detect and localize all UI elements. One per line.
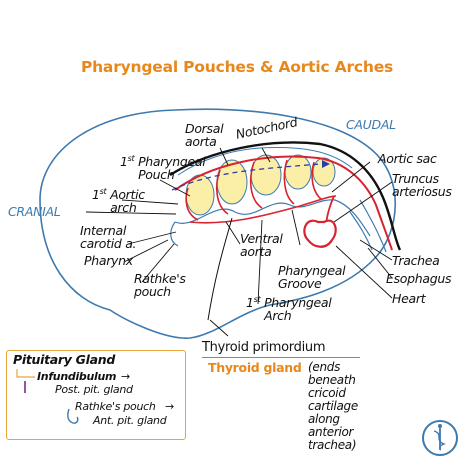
thyroid-stalk xyxy=(207,217,233,321)
label-thyroid-gland: Thyroid gland xyxy=(208,360,302,375)
pharynx-lining xyxy=(174,199,371,237)
dorsal-aorta-line xyxy=(174,155,393,251)
label-first-pouch-sup: st xyxy=(127,153,135,163)
pharynx-roof xyxy=(177,147,353,176)
label-rathkes-pouch: Rathke's pouch xyxy=(134,271,186,299)
key-ant-pit: Ant. pit. gland xyxy=(93,414,167,427)
esophagus-line xyxy=(359,199,387,253)
label-pharyngeal-arch-num: 1 xyxy=(246,295,254,310)
rathkes-pouch-shape xyxy=(170,221,179,247)
key-rathkes: Rathke's pouch xyxy=(75,400,156,413)
leader-lines xyxy=(85,147,393,337)
key-infundibulum-arrow: → xyxy=(121,370,130,383)
label-ventral-aorta: Ventral aorta xyxy=(240,231,283,259)
diagram-title: Pharyngeal Pouches & Aortic Arches xyxy=(80,58,394,76)
trachea-line xyxy=(349,211,373,251)
label-first-arch-num: 1 xyxy=(92,187,100,202)
label-truncus: Truncus arteriosus xyxy=(392,171,452,199)
pharyngeal-pouches xyxy=(185,154,336,216)
thyroid-callout-rule xyxy=(202,357,360,358)
label-trachea: Trachea xyxy=(392,253,440,268)
embryo-outline xyxy=(39,108,397,339)
label-thyroid-note: (ends beneath cricoid cartilage along an… xyxy=(308,360,358,452)
label-first-arch: 1st Aortic arch xyxy=(92,186,145,215)
thyroid-callout: Thyroid primordium Thyroid gland (ends b… xyxy=(202,340,382,452)
notochord-line xyxy=(169,141,402,251)
label-cranial: CRANIAL xyxy=(8,204,61,219)
flow-arrowhead xyxy=(322,160,330,168)
key-infundibulum: Infundibulum xyxy=(37,370,117,383)
label-first-arch-sup: st xyxy=(99,186,107,196)
key-infundibulum-icon xyxy=(16,369,35,393)
label-aortic-sac: Aortic sac xyxy=(378,151,437,166)
label-first-pouch-text: Pharyngeal Pouch xyxy=(138,154,206,182)
label-pharyngeal-arch-text: Pharyngeal Arch xyxy=(264,295,332,323)
label-heart: Heart xyxy=(392,291,426,306)
key-heading: Pituitary Gland xyxy=(13,352,116,367)
pituitary-key: Pituitary Gland Infundibulum → Post. pit… xyxy=(6,350,186,440)
label-first-pouch: 1st Pharyngeal Pouch xyxy=(120,153,206,182)
label-pharyngeal-arch-sup: st xyxy=(253,294,261,304)
key-rathkes-arrow: → xyxy=(165,400,174,413)
label-dorsal-aorta: Dorsal aorta xyxy=(185,121,224,149)
flow-arrow xyxy=(171,163,321,191)
heart-shape xyxy=(303,219,337,248)
ventral-aorta-line xyxy=(189,195,337,224)
key-rathkes-icon xyxy=(67,408,79,424)
label-pharyngeal-arch: 1st Pharyngeal Arch xyxy=(246,294,332,323)
label-caudal: CAUDAL xyxy=(346,117,396,132)
aortic-arches xyxy=(185,159,323,221)
caduceus-icon xyxy=(422,420,458,456)
key-post-pit: Post. pit. gland xyxy=(55,383,133,396)
label-esophagus: Esophagus xyxy=(386,271,452,286)
label-pharyngeal-groove: Pharyngeal Groove xyxy=(278,263,346,291)
label-first-pouch-num: 1 xyxy=(120,154,128,169)
label-internal-carotid: Internal carotid a. xyxy=(80,223,137,251)
label-thyroid-primordium: Thyroid primordium xyxy=(202,340,326,355)
label-first-arch-text: Aortic arch xyxy=(110,187,145,215)
label-pharynx: Pharynx xyxy=(84,253,133,268)
